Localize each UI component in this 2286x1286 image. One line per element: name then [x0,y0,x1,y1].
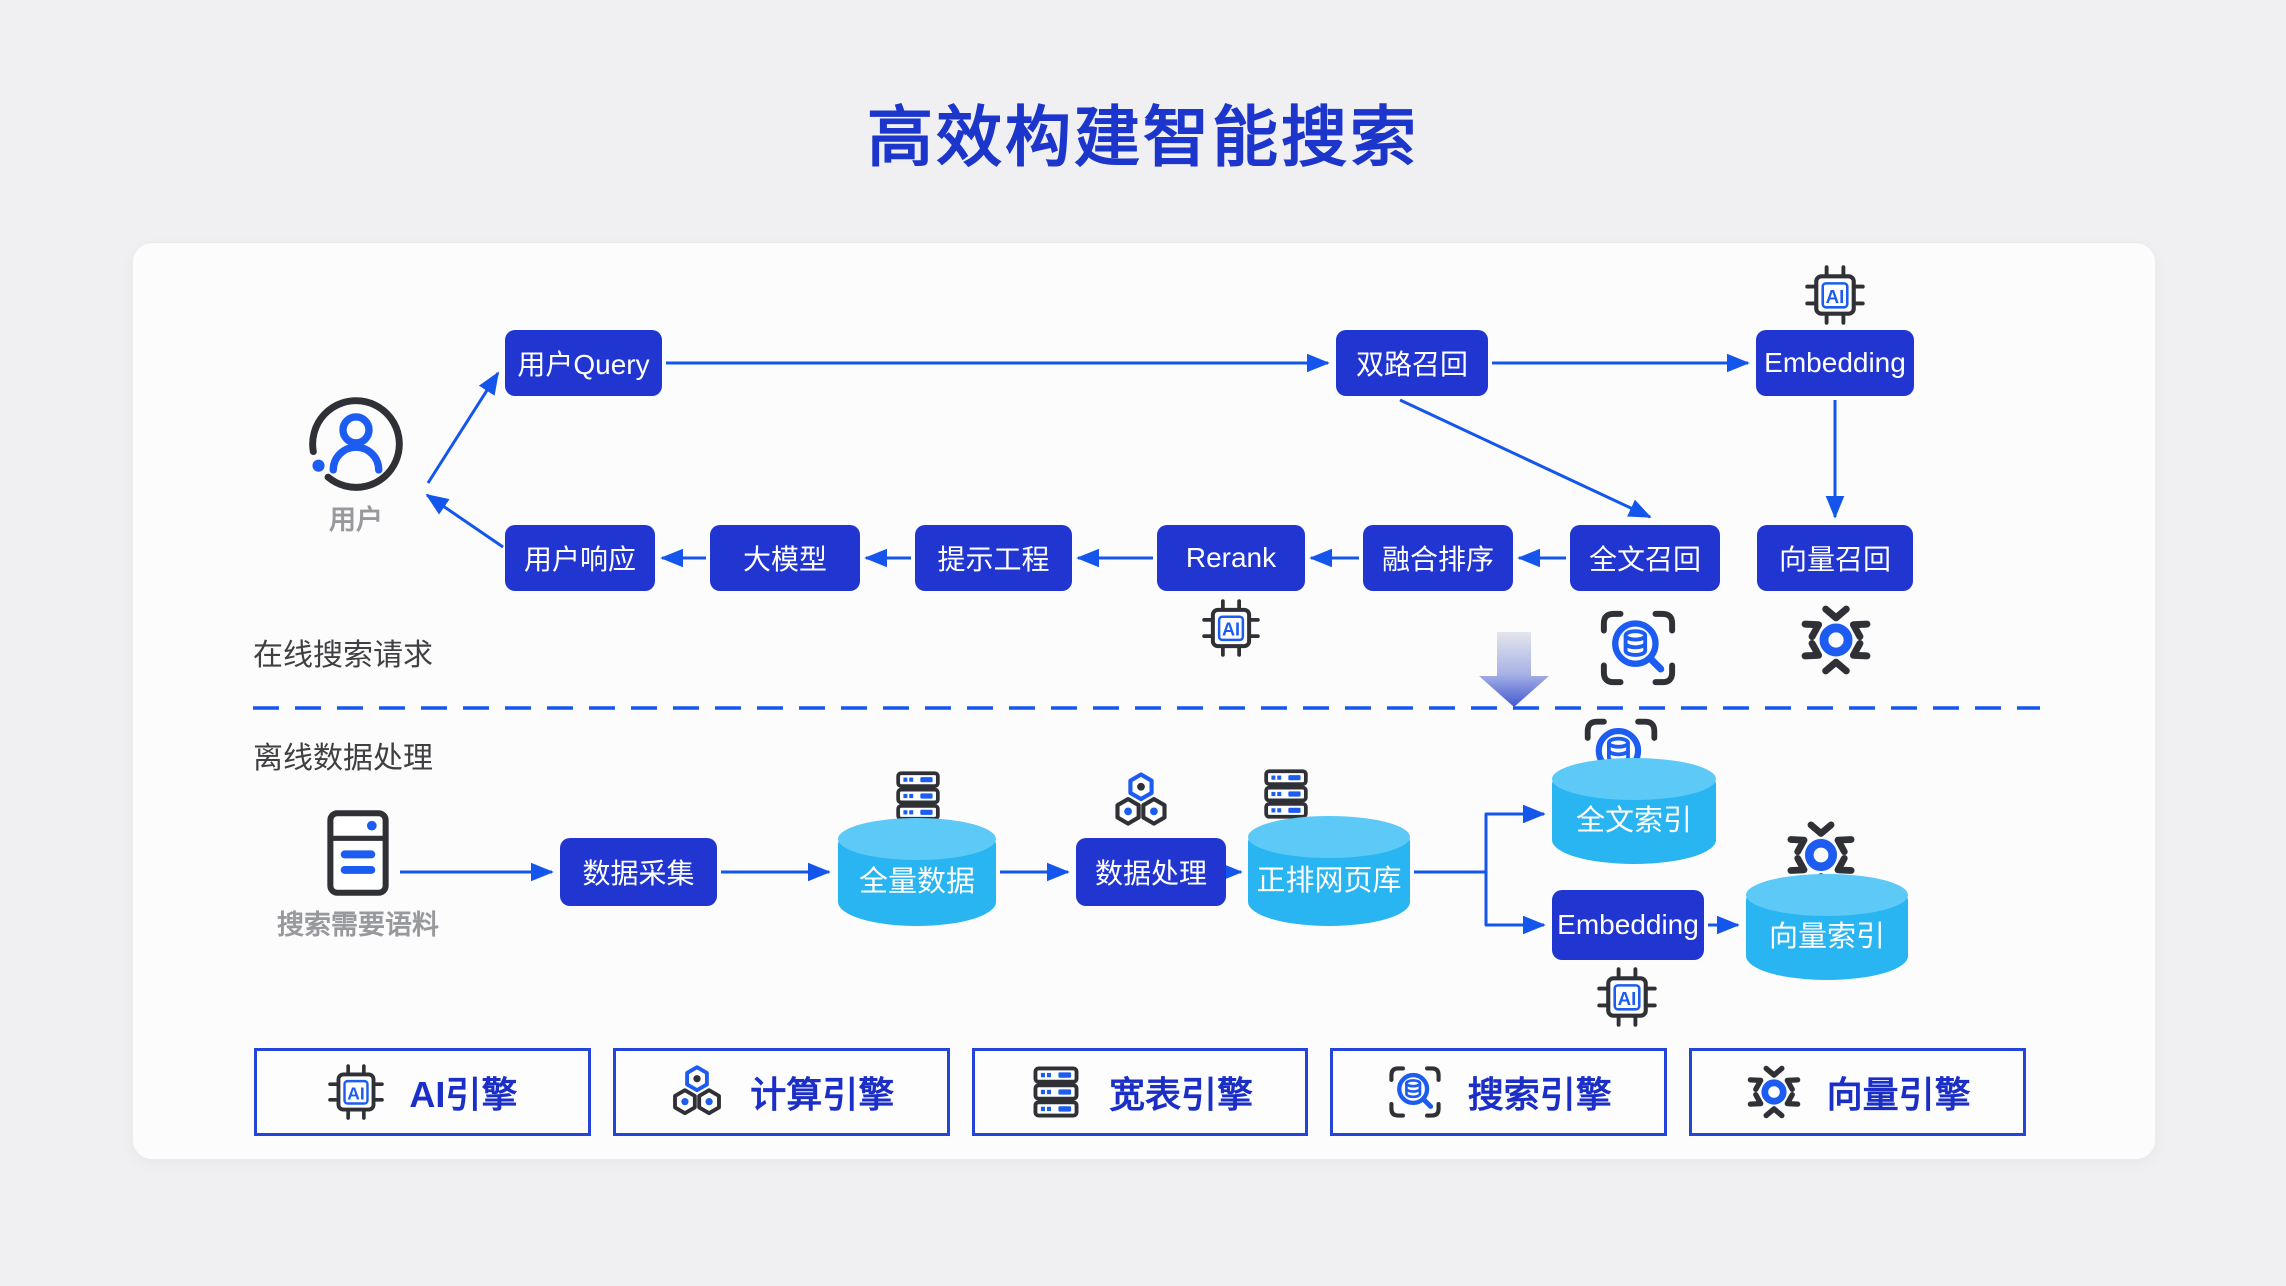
cylinder-vector-index: 向量索引 [1746,874,1908,980]
engine-legend: AI引擎 计算引擎 宽表引擎 搜索引擎 向量引擎 [254,1048,2026,1136]
legend-label: 宽表引擎 [1108,1074,1253,1115]
user-icon [304,392,408,496]
legend-label: 搜索引擎 [1467,1074,1612,1115]
legend-item-ai-engine: AI引擎 [254,1048,591,1136]
ai-chip-icon [1804,264,1866,326]
cylinder-forward-web-db: 正排网页库 [1248,816,1410,926]
ai-chip-icon [1596,966,1658,1028]
corpus-doc-icon [320,808,396,898]
page-title: 高效构建智能搜索 [867,100,1419,174]
compute-icon [668,1063,726,1121]
cylinder-full-data: 全量数据 [838,818,996,926]
wide-table-icon [890,768,946,824]
ai-chip-icon [1201,598,1261,658]
legend-item-compute-engine: 计算引擎 [612,1048,950,1136]
user-label: 用户 [329,505,383,535]
legend-label: 计算引擎 [750,1074,895,1115]
node-embedding-offline: Embedding [1552,890,1704,960]
legend-label: AI引擎 [409,1074,518,1115]
node-fusion-ranking: 融合排序 [1363,525,1513,591]
node-fulltext-recall: 全文召回 [1570,525,1720,591]
search-engine-icon [1386,1063,1444,1121]
offline-section-label: 离线数据处理 [253,742,433,775]
legend-item-search-engine: 搜索引擎 [1330,1048,1668,1136]
node-data-collection: 数据采集 [560,838,717,906]
node-user-response: 用户响应 [505,525,655,591]
online-section-label: 在线搜索请求 [253,639,433,672]
search-engine-icon [1596,606,1680,690]
wide-table-icon [1258,766,1314,822]
node-prompt-engineering: 提示工程 [915,525,1072,591]
node-vector-recall: 向量召回 [1757,525,1913,591]
node-llm: 大模型 [710,525,860,591]
vector-engine-icon [1798,602,1874,678]
legend-label: 向量引擎 [1826,1074,1971,1115]
legend-item-vector-engine: 向量引擎 [1689,1048,2026,1136]
ai-chip-icon [327,1063,385,1121]
node-user-query: 用户Query [505,330,662,396]
legend-item-wide-table-engine: 宽表引擎 [971,1048,1309,1136]
corpus-label: 搜索需要语料 [277,910,439,940]
node-rerank: Rerank [1157,525,1305,591]
cylinder-fulltext-index: 全文索引 [1552,758,1716,864]
wide-table-icon [1027,1063,1085,1121]
node-data-processing: 数据处理 [1076,838,1226,906]
node-embedding-online: Embedding [1756,330,1914,396]
vector-engine-icon [1745,1063,1803,1121]
node-dual-recall: 双路召回 [1336,330,1488,396]
compute-icon [1110,770,1172,832]
